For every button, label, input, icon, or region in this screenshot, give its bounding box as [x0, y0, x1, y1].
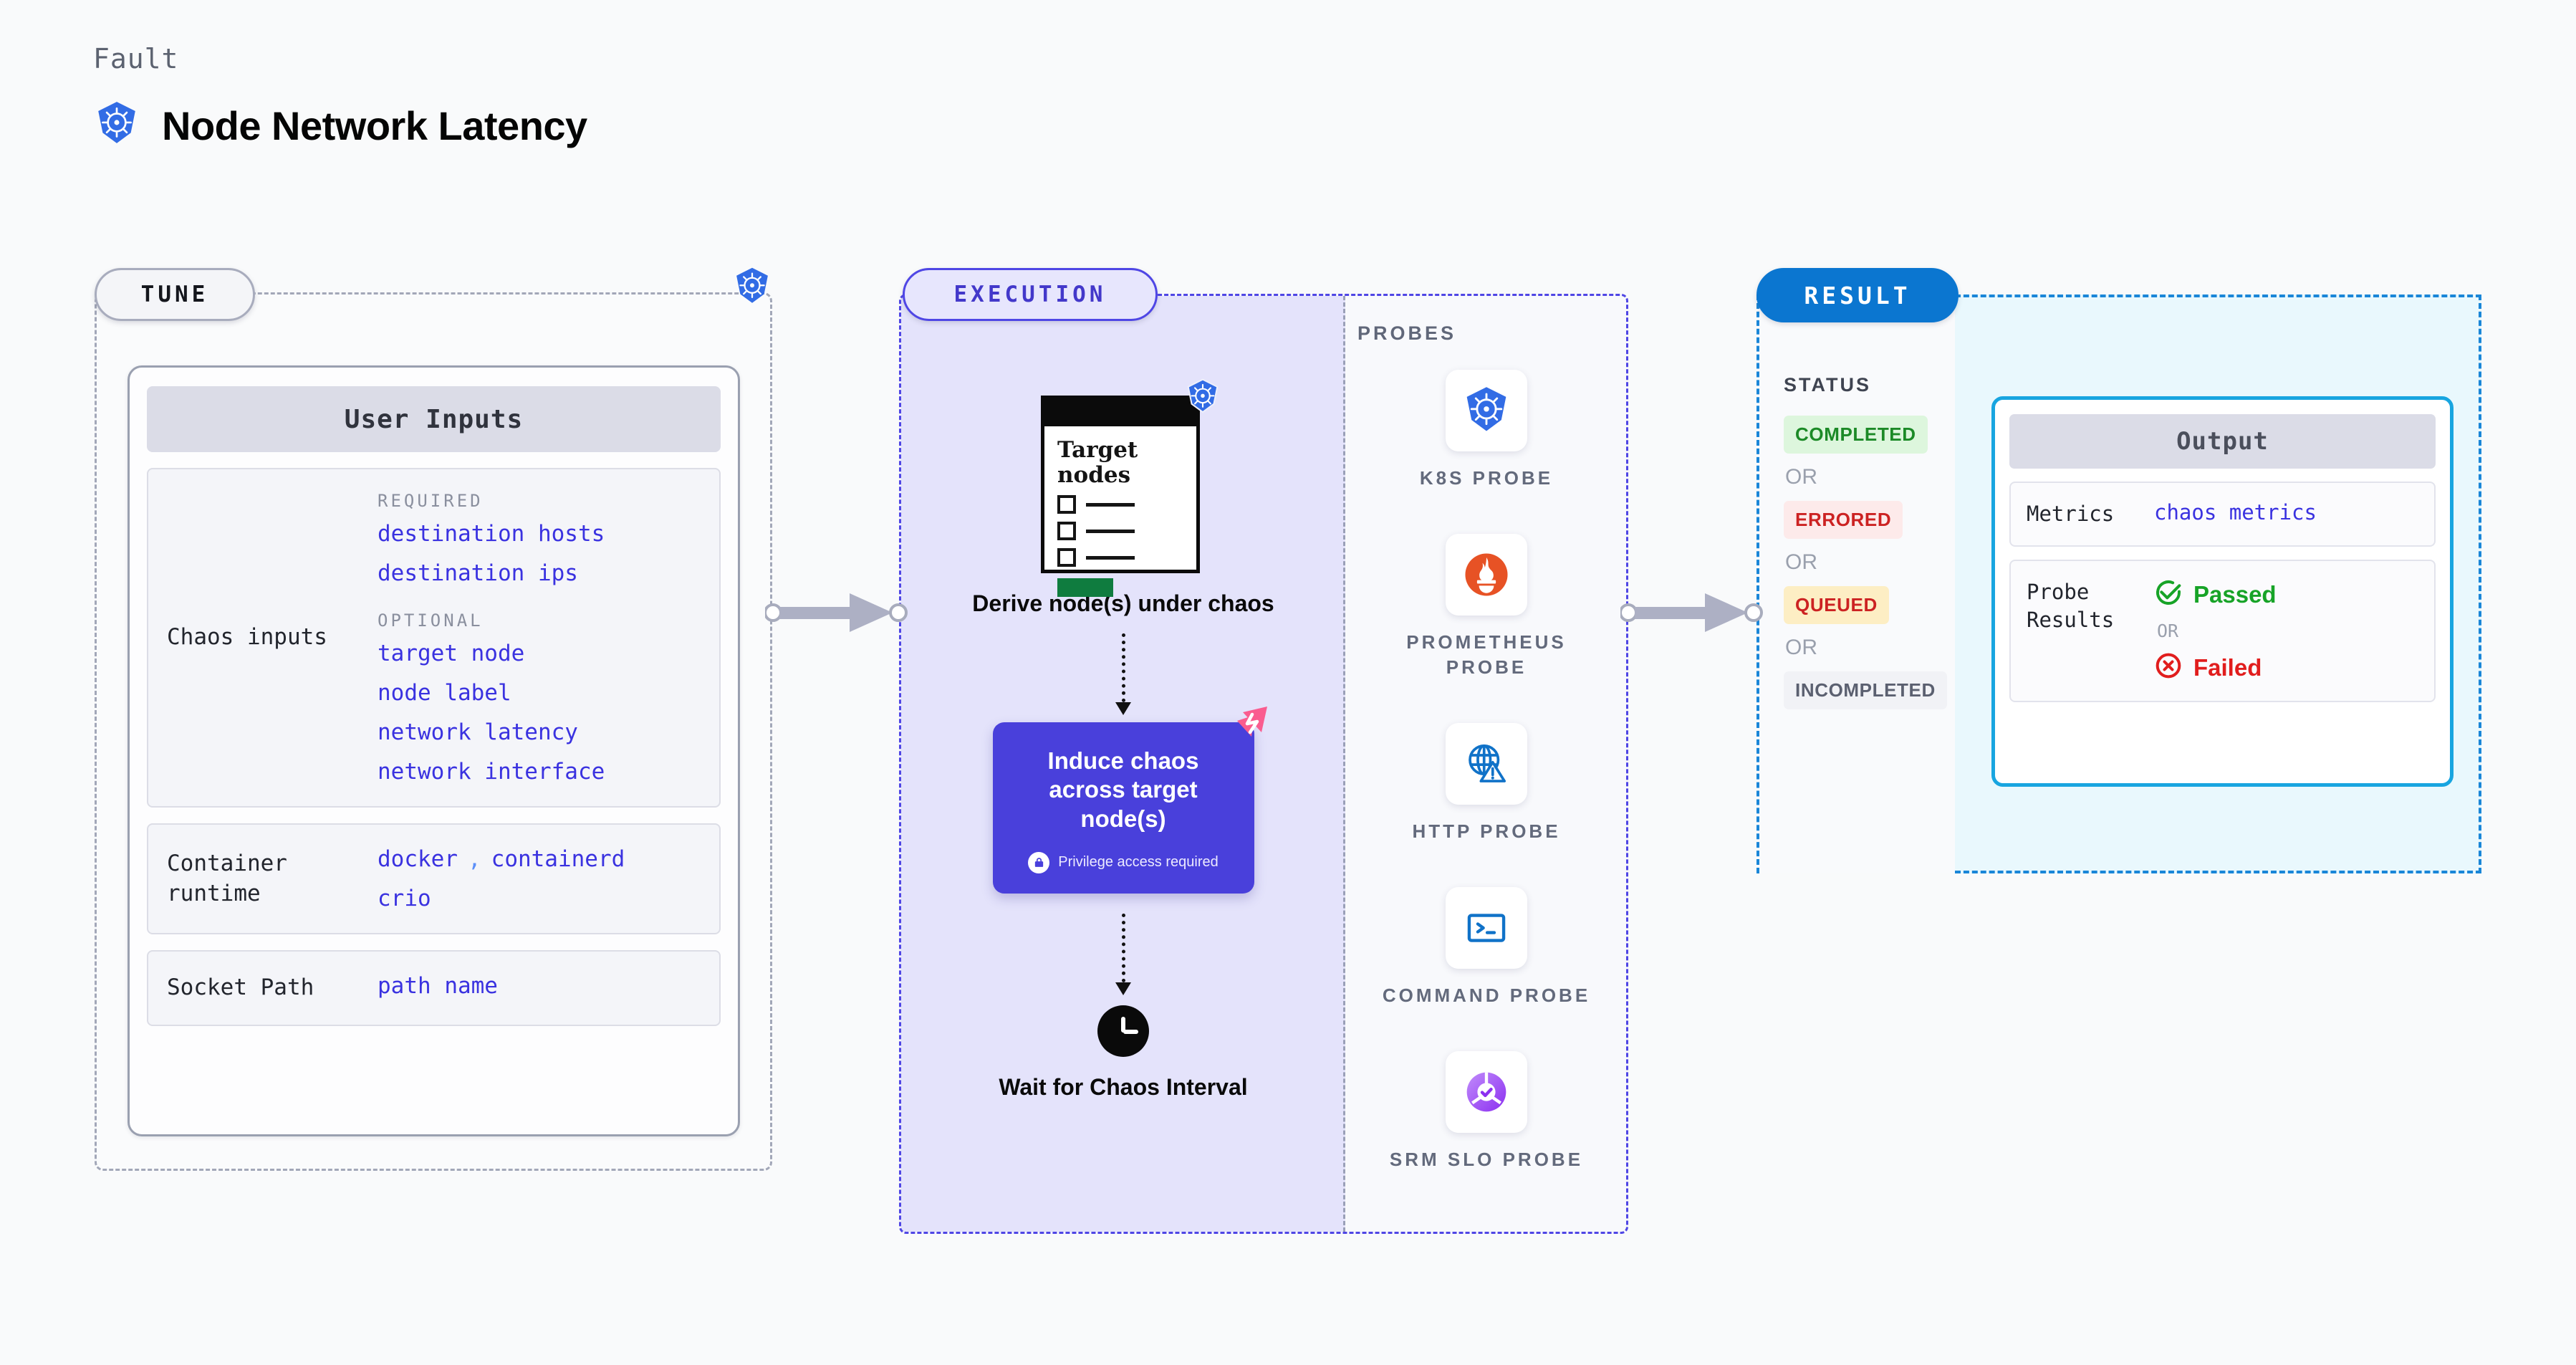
litmus-logo-icon [1226, 704, 1270, 749]
value-separator: , [467, 846, 481, 872]
privilege-note-text: Privilege access required [1058, 854, 1219, 871]
socket-path-label: Socket Path [167, 974, 314, 1000]
runtime-value[interactable]: docker [378, 846, 458, 872]
card-titlebar [1044, 399, 1196, 426]
chaos-inputs-label: Chaos inputs [167, 624, 327, 651]
flow-arrow [1115, 913, 1131, 995]
metrics-value[interactable]: chaos metrics [2154, 500, 2317, 525]
runtime-value[interactable]: containerd [491, 846, 625, 872]
execution-pill-label: EXECUTION [903, 268, 1158, 321]
output-card: Output Metrics chaos metrics Probe Resul… [1991, 396, 2454, 787]
prometheus-icon [1446, 534, 1527, 616]
page-header: Fault Node Network Latency [93, 43, 587, 151]
socket-path-value[interactable]: path name [378, 973, 498, 999]
required-caption: REQUIRED [378, 491, 484, 511]
green-status-bar [1057, 578, 1113, 598]
probe-label: HTTP PROBE [1412, 820, 1561, 843]
tune-pill-label: TUNE [95, 268, 255, 321]
input-value[interactable]: destination hosts [378, 521, 605, 547]
or-label: OR [1785, 465, 1817, 489]
checklist-row [1057, 548, 1196, 567]
connector-tune-to-execution [765, 593, 908, 632]
page-title: Node Network Latency [162, 103, 587, 148]
failed-label: Failed [2193, 653, 2262, 681]
derive-nodes-card: Target nodes [1041, 378, 1219, 598]
checkbox-icon [1057, 495, 1076, 514]
probe-label: K8S PROBE [1419, 467, 1554, 489]
probes-list: K8S PROBE PROMETHEUS PROBE [1361, 370, 1612, 1173]
container-runtime-block: Container runtime docker , containerd cr… [147, 823, 721, 934]
or-label: OR [1785, 550, 1817, 574]
status-badge: QUEUED [1784, 586, 1889, 624]
checkbox-icon [1057, 522, 1076, 541]
runtime-value[interactable]: crio [378, 886, 431, 911]
derive-nodes-caption: Derive node(s) under chaos [972, 590, 1274, 616]
line-placeholder [1086, 502, 1135, 507]
flow-arrow [1115, 633, 1131, 715]
checklist-row [1057, 522, 1196, 541]
container-runtime-label: Container runtime [167, 850, 287, 906]
status-badge: INCOMPLETED [1784, 671, 1947, 709]
srm-slo-icon [1446, 1051, 1527, 1134]
kubernetes-icon [93, 100, 140, 151]
checklist-row [1057, 495, 1196, 514]
input-value[interactable]: node label [378, 680, 511, 706]
target-nodes-title: Target nodes [1057, 437, 1138, 488]
probe-item-k8s[interactable]: K8S PROBE [1379, 370, 1594, 491]
probes-title: PROBES [1357, 322, 1457, 344]
probe-label: COMMAND PROBE [1382, 985, 1591, 1007]
wait-interval-caption: Wait for Chaos Interval [999, 1073, 1248, 1100]
output-header: Output [2009, 414, 2436, 469]
lock-icon [1028, 851, 1050, 873]
probe-item-srm-slo[interactable]: SRM SLO PROBE [1379, 1051, 1594, 1172]
connector-execution-to-result [1620, 593, 1763, 632]
kubernetes-icon [732, 267, 772, 310]
or-label: OR [1785, 636, 1817, 659]
user-inputs-card: User Inputs Chaos inputs REQUIRED destin… [128, 365, 740, 1136]
execution-flow: Target nodes Derive node(s) under chaos … [901, 378, 1345, 1101]
or-label: OR [2157, 621, 2179, 642]
probe-item-prometheus[interactable]: PROMETHEUS PROBE [1379, 534, 1594, 680]
globe-warning-icon [1446, 723, 1527, 805]
line-placeholder [1086, 555, 1135, 560]
induce-chaos-step: Induce chaos across target node(s) Privi… [992, 707, 1267, 894]
title-row: Node Network Latency [93, 100, 587, 151]
input-value[interactable]: network latency [378, 719, 578, 745]
execution-panel [899, 294, 1628, 1234]
input-value[interactable]: target node [378, 641, 525, 666]
x-circle-icon [2154, 651, 2183, 684]
fault-kicker: Fault [93, 43, 179, 75]
probe-results-block: Probe Results Passed OR Failed [2009, 560, 2436, 703]
induce-chaos-title: Induce chaos across target node(s) [1047, 747, 1199, 832]
metrics-label: Metrics [2027, 502, 2115, 526]
probe-label: PROMETHEUS PROBE [1406, 631, 1567, 679]
kubernetes-icon [1184, 378, 1221, 419]
result-pill-label: RESULT [1756, 268, 1959, 322]
passed-label: Passed [2193, 580, 2277, 608]
line-placeholder [1086, 529, 1135, 533]
check-circle-icon [2154, 578, 2183, 610]
kubernetes-icon [1446, 370, 1527, 451]
optional-caption: OPTIONAL [378, 610, 484, 631]
clock-icon [1097, 1005, 1149, 1057]
probe-label: SRM SLO PROBE [1389, 1149, 1584, 1171]
user-inputs-header: User Inputs [147, 386, 721, 452]
probe-result-failed: Failed [2154, 651, 2277, 684]
input-value[interactable]: destination ips [378, 560, 578, 586]
probe-item-http[interactable]: HTTP PROBE [1379, 723, 1594, 844]
terminal-icon [1446, 887, 1527, 969]
probe-results-label: Probe Results [2027, 580, 2115, 633]
chaos-inputs-block: Chaos inputs REQUIRED destination hosts … [147, 468, 721, 808]
checkbox-icon [1057, 548, 1076, 567]
privilege-note: Privilege access required [1010, 851, 1237, 873]
status-list: COMPLETED OR ERRORED OR QUEUED OR INCOMP… [1784, 416, 1948, 709]
status-badge: ERRORED [1784, 501, 1903, 539]
status-badge: COMPLETED [1784, 416, 1928, 454]
probe-result-passed: Passed [2154, 578, 2277, 610]
status-title: STATUS [1784, 374, 1871, 396]
socket-path-block: Socket Path path name [147, 950, 721, 1026]
input-value[interactable]: network interface [378, 759, 605, 785]
metrics-block: Metrics chaos metrics [2009, 482, 2436, 547]
probe-item-command[interactable]: COMMAND PROBE [1379, 887, 1594, 1008]
